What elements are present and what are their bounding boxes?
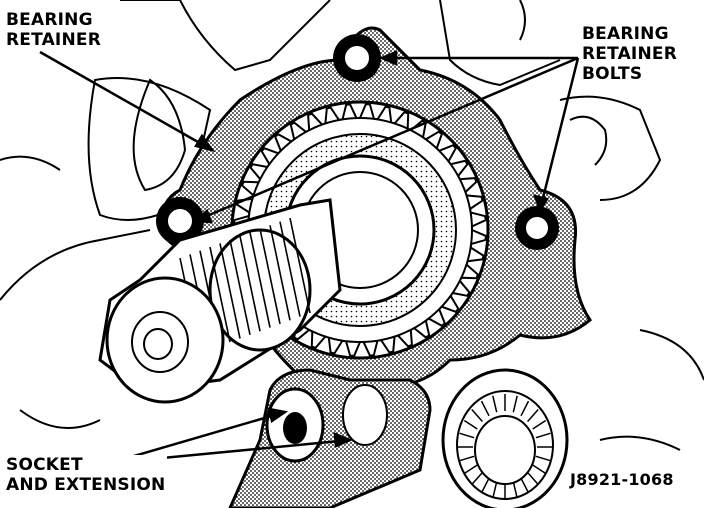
- bearing-roller: [480, 400, 490, 417]
- bearing-retainer-label-line1: BEARING: [6, 10, 93, 30]
- shaft-spline: [279, 221, 301, 317]
- bearing-roller: [463, 464, 478, 475]
- bearing-roller: [535, 432, 551, 439]
- bearing-roller: [492, 395, 498, 413]
- bearing-retainer-label: BEARING RETAINER: [4, 10, 103, 50]
- lower-bearing: [441, 368, 569, 508]
- bearing-roller: [459, 432, 475, 439]
- bearing-roller: [492, 481, 498, 499]
- bearing-roller: [520, 477, 530, 494]
- bearing-roller: [471, 472, 483, 485]
- bearing-retainer-bolts-label: BEARING RETAINER BOLTS: [580, 24, 679, 84]
- leader-socket: [109, 410, 286, 465]
- bearing-roller: [463, 419, 478, 430]
- shaft-spline: [269, 225, 291, 321]
- shaft-spline: [289, 217, 311, 314]
- socket-and-extension-label: SOCKET AND EXTENSION: [4, 455, 168, 495]
- retainer-bolt-right: [515, 206, 559, 250]
- socket-label-line2: AND EXTENSION: [6, 475, 166, 495]
- bearing-roller: [535, 455, 551, 462]
- bearing-roller: [527, 409, 539, 422]
- retainer-bolt-top: [333, 34, 381, 82]
- bearing-retainer-label-line2: RETAINER: [6, 30, 101, 50]
- transmission-case-outline: [0, 0, 704, 451]
- shaft-spline: [219, 243, 241, 339]
- bearing-roller: [459, 455, 475, 462]
- bolts-label-line1: BEARING: [582, 24, 669, 44]
- bolts-label-line2: RETAINER: [582, 44, 677, 64]
- bearing-roller: [512, 395, 518, 413]
- bearing-roller: [520, 400, 530, 417]
- shaft-spline: [229, 239, 251, 335]
- bearing-roller: [471, 409, 483, 422]
- bearing-roller: [512, 481, 518, 499]
- shaft-spline: [239, 236, 261, 332]
- splined-shaft: [98, 198, 342, 404]
- leader-bolt-right: [538, 57, 580, 211]
- bearing-roller: [527, 472, 539, 485]
- socket-label-line1: SOCKET: [6, 455, 83, 475]
- bearing-roller: [532, 419, 547, 430]
- figure-code-label: J8921-1068: [568, 470, 676, 490]
- retainer-bolt-left: [156, 197, 204, 245]
- bearing-roller: [532, 464, 547, 475]
- leader-lines: [39, 50, 580, 465]
- shaft-spline: [209, 246, 231, 343]
- socket-and-extension: [228, 368, 432, 508]
- shaft-spline: [259, 228, 281, 325]
- leader-bearing-retainer: [39, 50, 213, 152]
- bearing-roller: [480, 477, 490, 494]
- shaft-spline: [249, 232, 271, 328]
- bolts-label-line3: BOLTS: [582, 64, 643, 84]
- leader-bolt-left: [194, 56, 579, 223]
